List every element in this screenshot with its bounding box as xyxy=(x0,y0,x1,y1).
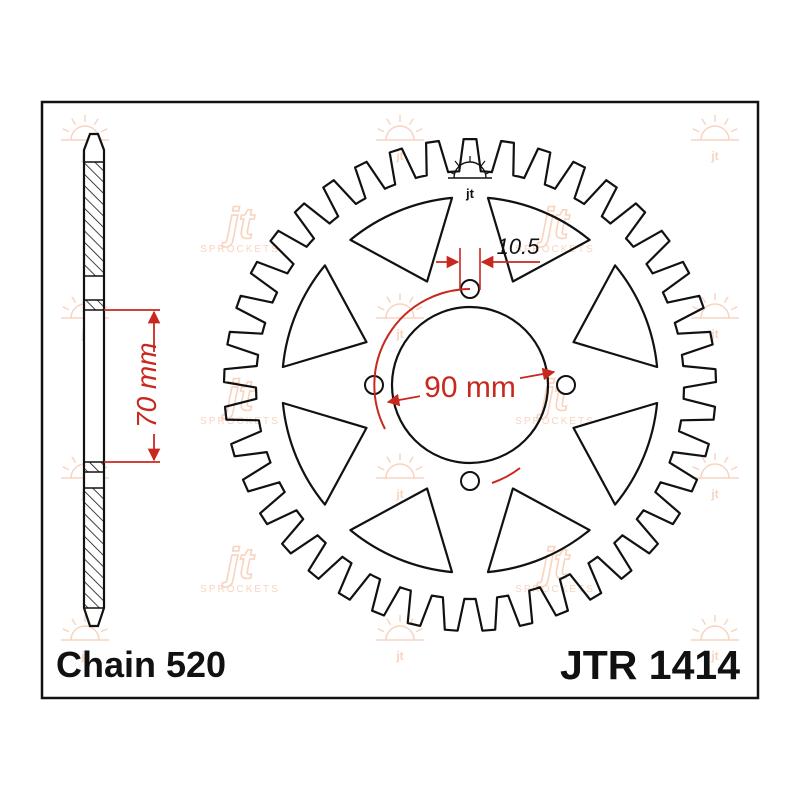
svg-text:jt: jt xyxy=(710,149,718,163)
dimension-10-5-label: 10.5 xyxy=(497,234,541,259)
jt-logo-top: jt xyxy=(447,156,493,201)
svg-text:SPROCKETS: SPROCKETS xyxy=(200,416,280,427)
svg-text:jt: jt xyxy=(710,649,718,663)
watermark-sun-12: jt xyxy=(691,615,739,663)
watermark-sun-9: jt xyxy=(691,453,739,501)
svg-text:jt: jt xyxy=(222,371,256,420)
bolt-hole-2 xyxy=(556,375,576,395)
svg-text:SPROCKETS: SPROCKETS xyxy=(200,244,280,255)
cutout-2 xyxy=(572,264,659,369)
svg-text:jt: jt xyxy=(395,327,403,341)
cutout-6 xyxy=(281,401,368,506)
dimension-70mm: 70 mm xyxy=(104,309,162,463)
svg-text:SPROCKETS: SPROCKETS xyxy=(515,416,595,427)
sprocket-cutouts xyxy=(281,196,659,574)
cutout-7 xyxy=(281,264,368,369)
jt-logo-top-text: jt xyxy=(465,186,475,201)
cutout-3 xyxy=(572,401,659,506)
sprocket-cross-section xyxy=(82,132,106,628)
svg-text:jt: jt xyxy=(222,539,256,588)
cutout-5 xyxy=(349,487,454,574)
part-number-label: JTR 1414 xyxy=(559,642,740,688)
chain-size-label: Chain 520 xyxy=(56,644,227,685)
watermark-sun-6: jt xyxy=(691,293,739,341)
watermark-sun-3: jt xyxy=(691,115,739,163)
drawing-frame xyxy=(40,100,760,700)
svg-text:jt: jt xyxy=(710,327,718,341)
watermark-sun-2: jt xyxy=(376,115,424,163)
bolt-hole-3 xyxy=(460,471,480,491)
svg-text:SPROCKETS: SPROCKETS xyxy=(515,584,595,595)
svg-text:SPROCKETS: SPROCKETS xyxy=(515,244,595,255)
watermark-sun-5: jt xyxy=(376,293,424,341)
svg-text:jt: jt xyxy=(395,149,403,163)
watermark-sun-11: jt xyxy=(376,615,424,663)
svg-text:jt: jt xyxy=(395,487,403,501)
dimension-90mm: 90 mm xyxy=(373,288,556,484)
cutout-1 xyxy=(486,196,591,283)
sprocket-outline xyxy=(222,138,718,632)
svg-text:jt: jt xyxy=(80,649,88,663)
cutout-8 xyxy=(349,196,454,283)
svg-text:SPROCKETS: SPROCKETS xyxy=(200,584,280,595)
dimension-70mm-label: 70 mm xyxy=(131,342,162,428)
svg-text:jt: jt xyxy=(710,487,718,501)
cutout-4 xyxy=(486,487,591,574)
svg-text:jt: jt xyxy=(222,199,256,248)
svg-text:jt: jt xyxy=(395,649,403,663)
dimension-90mm-label: 90 mm xyxy=(424,371,516,404)
dimension-10-5: 10.5 xyxy=(436,234,540,290)
watermark-sun-8: jt xyxy=(376,453,424,501)
